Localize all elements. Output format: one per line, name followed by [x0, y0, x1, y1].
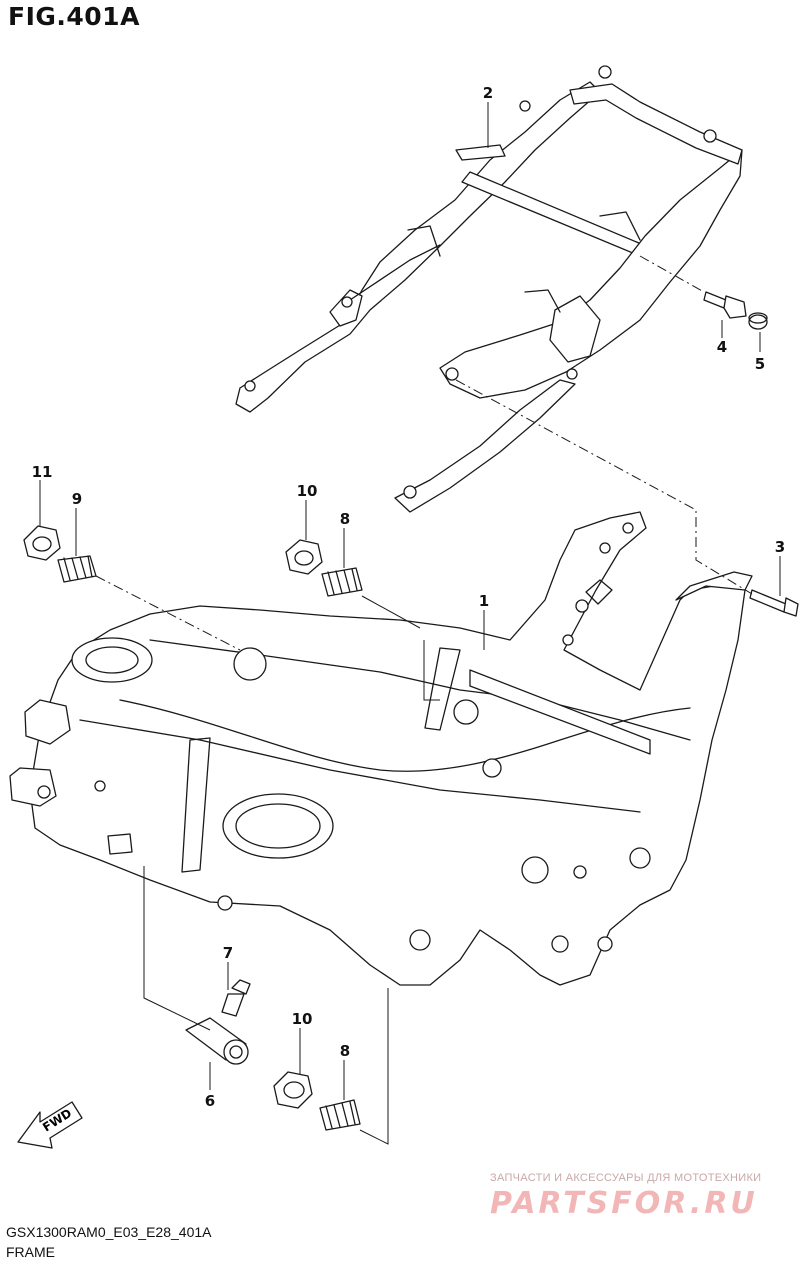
callout-part-6: 6	[204, 1092, 216, 1110]
bolt-part-4	[703, 291, 747, 319]
bushing-part-8-upper	[321, 567, 363, 597]
callout-part-9: 9	[71, 490, 83, 508]
cap-part-5	[748, 312, 768, 330]
bolt-part-7	[221, 979, 251, 1017]
callout-part-4: 4	[716, 338, 728, 356]
callout-part-8-lower: 8	[339, 1042, 351, 1060]
callout-part-11: 11	[31, 463, 53, 481]
nut-part-10-lower	[273, 1071, 313, 1109]
callout-part-8-upper: 8	[339, 510, 351, 528]
watermark-tagline: ЗАПЧАСТИ И АКСЕССУАРЫ ДЛЯ МОТОТЕХНИКИ	[490, 1172, 762, 1184]
main-frame	[9, 511, 753, 986]
callout-part-7: 7	[222, 944, 234, 962]
callout-part-10-lower: 10	[291, 1010, 313, 1028]
nut-part-10-upper	[285, 539, 323, 575]
callout-part-10-upper: 10	[296, 482, 318, 500]
seat-rail-subframe	[235, 65, 743, 513]
leader-lines	[39, 102, 781, 1145]
callout-part-1: 1	[478, 592, 490, 610]
figure-name: FRAME	[6, 1244, 55, 1260]
dash-alignment-lines	[95, 255, 753, 651]
callout-part-3: 3	[774, 538, 786, 556]
bushing-part-8-lower	[319, 1099, 361, 1131]
watermark-logo: PARTSFOR.RU	[490, 1186, 758, 1221]
figure-code: GSX1300RAM0_E03_E28_401A	[6, 1224, 212, 1240]
nut-part-11	[23, 525, 61, 561]
fwd-direction-arrow: FWD	[17, 1101, 83, 1149]
callout-part-2: 2	[482, 84, 494, 102]
callout-part-5: 5	[754, 355, 766, 373]
figure-title: FIG.401A	[8, 2, 140, 31]
bolt-part-3	[749, 589, 799, 617]
collar-part-6	[185, 1017, 249, 1065]
bushing-part-9	[57, 555, 97, 583]
